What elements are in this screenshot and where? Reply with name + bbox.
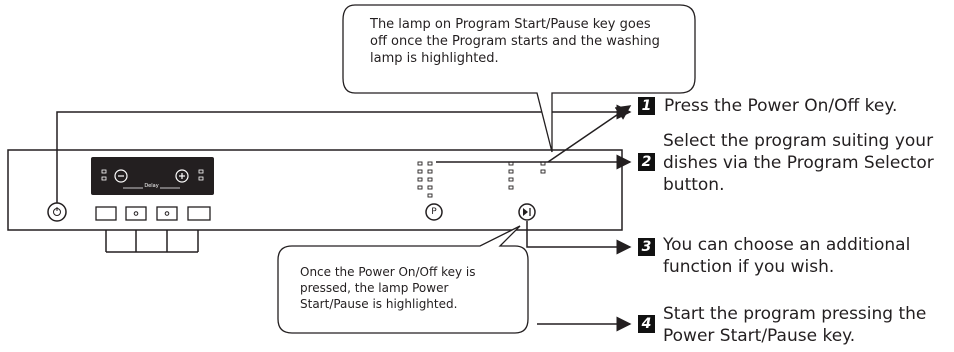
step-4-badge: 4 bbox=[638, 315, 655, 333]
power-button bbox=[47, 202, 67, 222]
program-lamps bbox=[417, 161, 546, 198]
display-caption: Delay bbox=[144, 183, 159, 189]
step-4-text: Start the program pressing the Power Sta… bbox=[663, 304, 927, 346]
plus-icon bbox=[175, 169, 189, 183]
leader-step-1 bbox=[56, 104, 632, 203]
callout-top-bubble bbox=[342, 4, 696, 153]
program-selector-button bbox=[425, 203, 443, 221]
function-key-1 bbox=[95, 206, 117, 221]
program-button-label: P bbox=[431, 207, 437, 217]
display-indicators bbox=[101, 169, 204, 181]
callout-bottom-bubble bbox=[277, 225, 529, 334]
start-pause-button bbox=[518, 203, 536, 221]
step-3-badge: 3 bbox=[638, 238, 655, 256]
function-key-4 bbox=[187, 206, 211, 221]
leader-step-3 bbox=[526, 221, 632, 255]
display-panel bbox=[91, 157, 214, 195]
function-key-2 bbox=[125, 206, 147, 221]
step-1-badge: 1 bbox=[638, 97, 655, 115]
leader-step-1-diagonal bbox=[547, 105, 632, 163]
callout-top-text: The lamp on Program Start/Pause key goes… bbox=[370, 17, 660, 66]
control-panel bbox=[7, 149, 623, 231]
step-2-text: Select the program suiting your dishes v… bbox=[663, 131, 934, 195]
minus-icon bbox=[114, 169, 128, 183]
step-1-text: Press the Power On/Off key. bbox=[664, 96, 898, 116]
callout-bottom-text: Once the Power On/Off key is pressed, th… bbox=[300, 265, 476, 311]
function-key-3 bbox=[156, 206, 178, 221]
function-keys-bracket bbox=[105, 230, 199, 253]
step-2-badge: 2 bbox=[638, 153, 655, 171]
step-3-text: You can choose an additional function if… bbox=[663, 235, 911, 277]
